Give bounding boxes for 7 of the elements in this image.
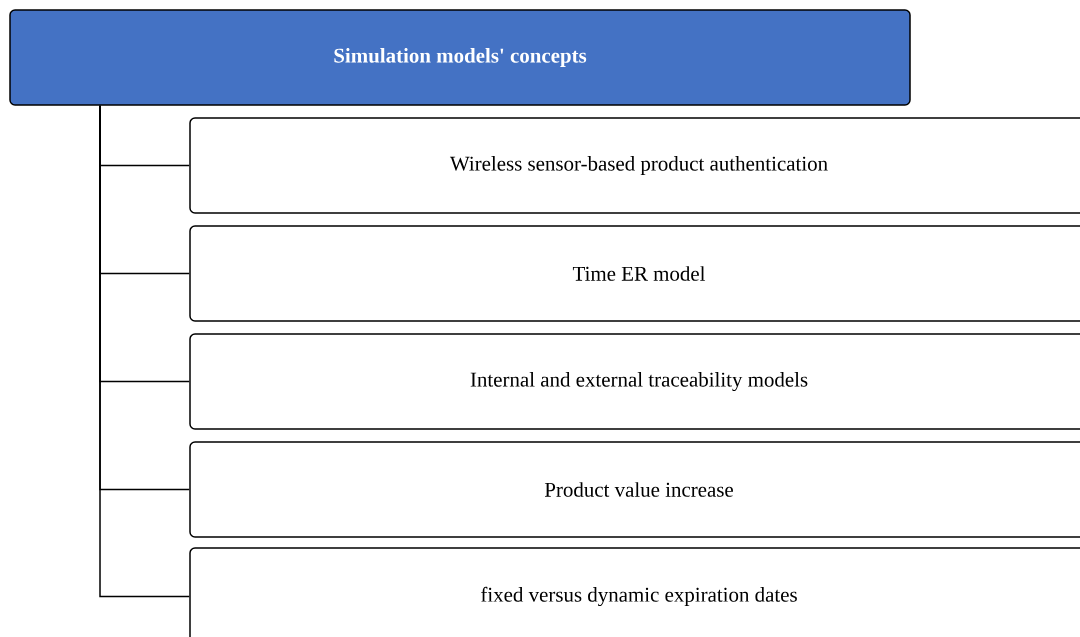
connector-line <box>99 105 190 598</box>
concept-box: Internal and external traceability models <box>189 333 1080 430</box>
concept-box: Product value increase <box>189 441 1080 538</box>
concept-box: Time ER model <box>189 225 1080 322</box>
title-box: Simulation models' concepts <box>9 9 911 106</box>
concept-box: Wireless sensor-based product authentication <box>189 117 1080 214</box>
concept-box: fixed versus dynamic expiration dates <box>189 547 1080 637</box>
